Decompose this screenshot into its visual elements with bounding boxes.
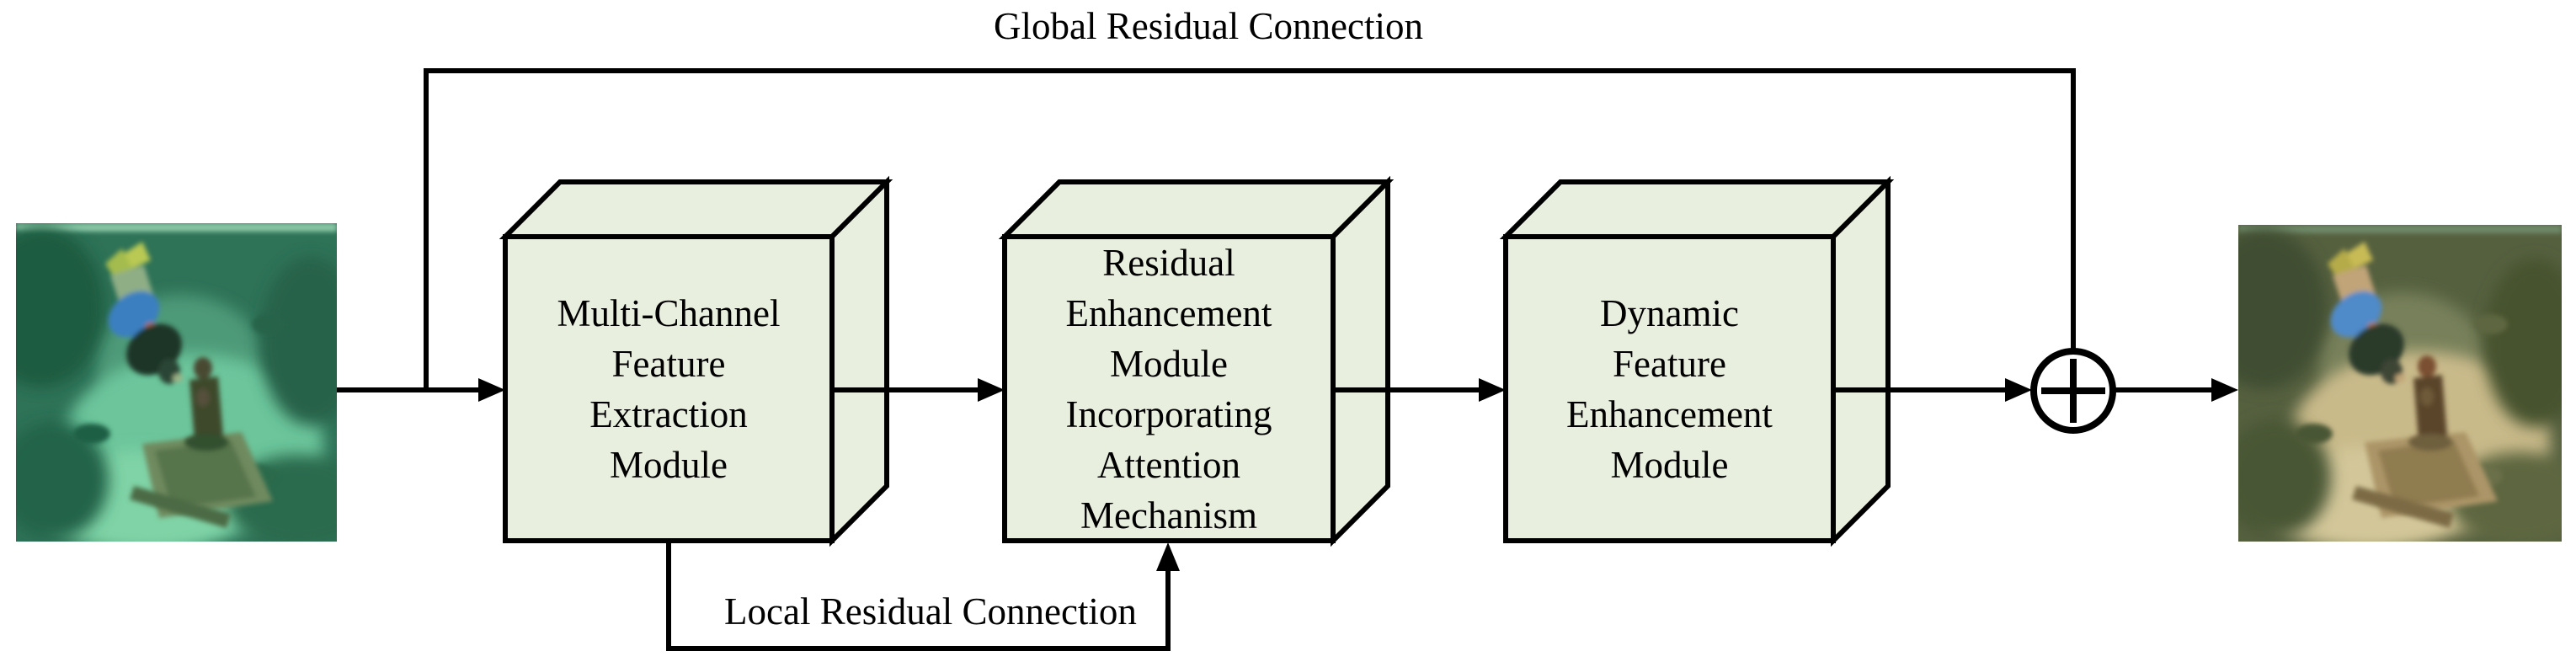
local-residual-line bbox=[666, 541, 1180, 651]
arrow-right-icon bbox=[2211, 378, 2238, 402]
statue-silhouette bbox=[2408, 355, 2452, 451]
arrow-right-icon bbox=[2005, 378, 2032, 402]
arrow-right-icon bbox=[478, 378, 505, 402]
global-residual-line bbox=[424, 68, 2076, 390]
arrow-module2-to-module3 bbox=[1333, 378, 1506, 402]
arrow-right-icon bbox=[978, 378, 1005, 402]
statue-silhouette bbox=[184, 357, 228, 451]
module-box-dynamic-feature-enhancement bbox=[1499, 175, 1895, 547]
circled-plus-icon bbox=[2030, 348, 2116, 434]
arrow-input-to-module1 bbox=[337, 378, 505, 402]
module-box-residual-enhancement-attention bbox=[998, 175, 1395, 547]
local-residual-connection-label: Local Residual Connection bbox=[724, 590, 1137, 633]
diver-silhouette bbox=[2328, 242, 2405, 384]
arrow-up-icon bbox=[1156, 542, 1180, 571]
arrow-module3-to-sum bbox=[1833, 378, 2032, 402]
output-image bbox=[2238, 225, 2562, 542]
arrow-module1-to-module2 bbox=[832, 378, 1005, 402]
arrow-right-icon bbox=[1479, 378, 1506, 402]
input-image bbox=[16, 223, 337, 542]
diver-silhouette bbox=[105, 242, 183, 384]
arrow-sum-to-output bbox=[2115, 378, 2238, 402]
global-residual-connection-label: Global Residual Connection bbox=[994, 5, 1423, 47]
module-box-multi-channel-feature-extraction bbox=[499, 175, 893, 547]
